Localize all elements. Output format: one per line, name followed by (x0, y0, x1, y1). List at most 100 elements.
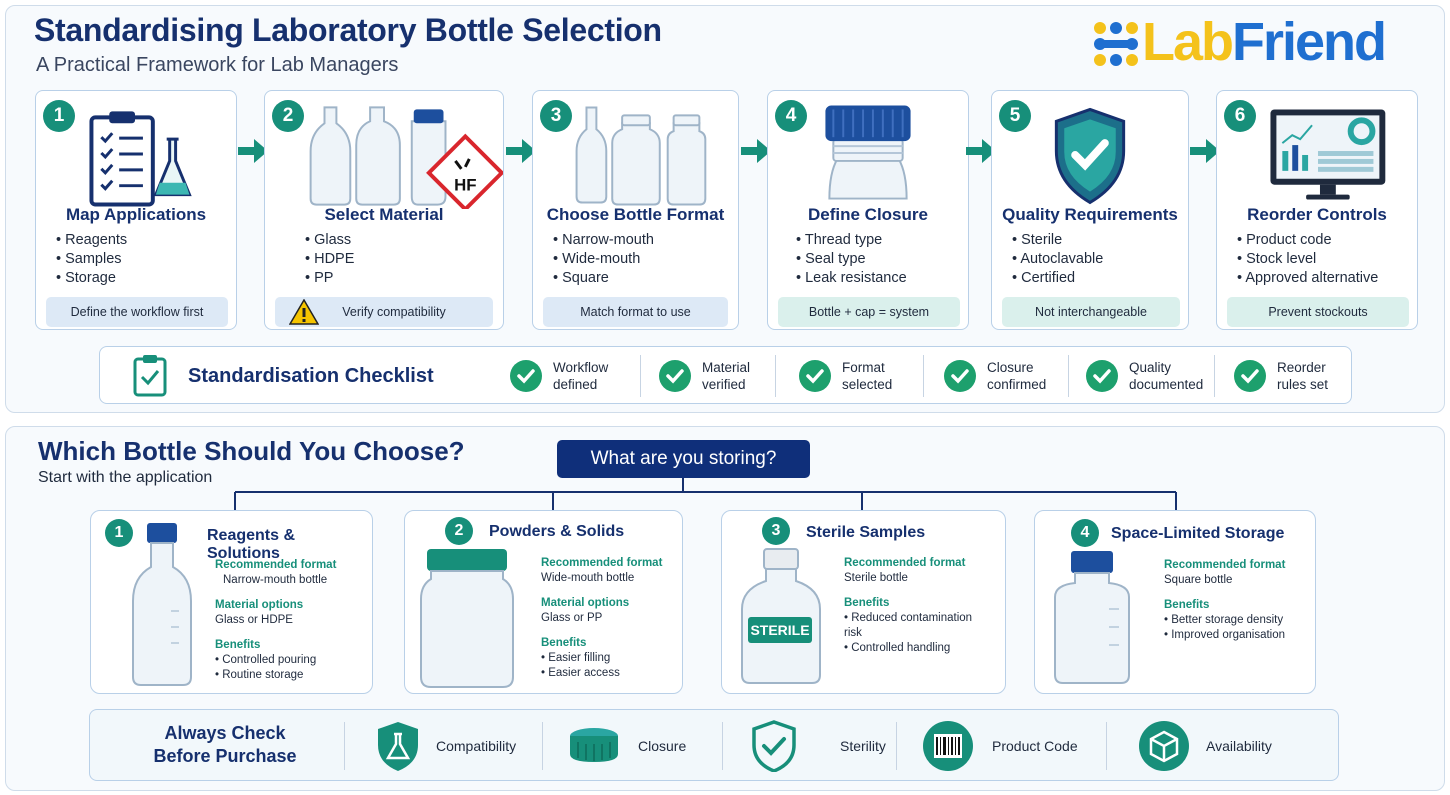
step-list: Thread type Seal type Leak resistance (796, 231, 907, 288)
logo-wordmark: LabFriend (1142, 12, 1387, 72)
step-list: Product code Stock level Approved altern… (1237, 231, 1378, 288)
step-number: 3 (540, 100, 572, 132)
flask-shield-icon (378, 722, 418, 771)
step-footer: Bottle + cap = system (778, 297, 960, 327)
step-list-item: Stock level (1237, 250, 1378, 269)
check-icon (510, 360, 542, 392)
chooser-subtitle: Start with the application (38, 469, 213, 486)
narrow-mouth-bottle-icon (132, 523, 192, 686)
step-number: 6 (1224, 100, 1256, 132)
step-list: Sterile Autoclavable Certified (1012, 231, 1103, 288)
option-number: 2 (445, 517, 473, 545)
shield-check-icon (752, 720, 796, 772)
step-arrow-icon (966, 139, 996, 163)
bottle-formats-icon (575, 106, 707, 206)
option-title: Reagents & Solutions (207, 527, 296, 562)
checklist-clipboard-icon (133, 355, 167, 397)
always-check-title: Always Check Before Purchase (153, 723, 297, 766)
box-icon (1139, 721, 1189, 771)
standardisation-checklist: Standardisation Checklist Workflow defin… (99, 346, 1352, 404)
step-footer: Match format to use (543, 297, 728, 327)
page-title: Standardising Laboratory Bottle Selectio… (34, 12, 662, 48)
step-card-define-closure: 4 Define Closure Thread type Seal type L… (767, 90, 969, 330)
step-list-item: Certified (1012, 269, 1103, 288)
step-list-item: Wide-mouth (553, 250, 654, 269)
check-icon (1086, 360, 1118, 392)
option-card-sterile: 3 Sterile Samples STERILE Recommended fo… (721, 510, 1006, 694)
step-card-choose-format: 3 Choose Bottle Format Narrow-mouth Wide… (532, 90, 739, 330)
screw-cap-icon (825, 105, 911, 200)
check-icon (659, 360, 691, 392)
option-title: Space-Limited Storage (1111, 525, 1285, 542)
option-number: 3 (762, 517, 790, 545)
step-list-item: Glass (305, 231, 354, 250)
step-card-map-applications: 1 Map Applications Reagents Samples Stor… (35, 90, 237, 330)
bottles-hazard-icon: HF (309, 106, 503, 209)
step-footer: Verify compatibility (275, 297, 493, 327)
option-details: Recommended format Wide-mouth bottle Mat… (541, 556, 662, 681)
step-card-reorder-controls: 6 Reorder Controls Product code Stock le… (1216, 90, 1418, 330)
step-number: 2 (272, 100, 304, 132)
step-number: 5 (999, 100, 1031, 132)
step-list: Glass HDPE PP (305, 231, 354, 288)
always-check-bar: Always Check Before Purchase Compatibili… (89, 709, 1339, 781)
step-list-item: PP (305, 269, 354, 288)
shield-check-icon (1054, 107, 1126, 205)
sterile-bottle-icon: STERILE (741, 548, 821, 684)
checklist-title: Standardisation Checklist (188, 365, 434, 387)
step-list-item: Seal type (796, 250, 907, 269)
check-icon (944, 360, 976, 392)
check-icon (1234, 360, 1266, 392)
question-box: What are you storing? (557, 440, 810, 478)
step-footer: Not interchangeable (1002, 297, 1180, 327)
step-arrow-icon (238, 139, 268, 163)
step-list-item: Sterile (1012, 231, 1103, 250)
option-details: Recommended format Square bottle Benefit… (1164, 558, 1285, 643)
step-card-select-material: 2 HF Select Material Glass HDPE PP Verif… (264, 90, 504, 330)
step-title: Map Applications (65, 205, 207, 224)
option-title: Sterile Samples (806, 524, 926, 541)
step-list: Reagents Samples Storage (56, 231, 127, 288)
labfriend-logo: LabFriend (1092, 12, 1422, 74)
cap-icon (570, 728, 618, 762)
step-list-item: Thread type (796, 231, 907, 250)
option-details: Recommended format Sterile bottle Benefi… (844, 556, 972, 656)
step-list: Narrow-mouth Wide-mouth Square (553, 231, 654, 288)
step-list-item: Square (553, 269, 654, 288)
step-list-item: Autoclavable (1012, 250, 1103, 269)
option-card-space-limited: 4 Space-Limited Storage Recommended form… (1034, 510, 1316, 694)
sterile-label: STERILE (750, 622, 809, 638)
step-list-item: HDPE (305, 250, 354, 269)
step-footer: Define the workflow first (46, 297, 228, 327)
step-number: 4 (775, 100, 807, 132)
step-list-item: Reagents (56, 231, 127, 250)
wide-mouth-bottle-icon (420, 549, 514, 688)
step-card-quality-requirements: 5 Quality Requirements Sterile Autoclava… (991, 90, 1189, 330)
clipboard-flask-icon (89, 111, 192, 207)
barcode-icon (923, 721, 973, 771)
step-title: Choose Bottle Format (546, 205, 725, 224)
check-icon (799, 360, 831, 392)
step-list-item: Storage (56, 269, 127, 288)
step-number: 1 (43, 100, 75, 132)
step-list-item: Approved alternative (1237, 269, 1378, 288)
logo-mark-icon (1094, 22, 1138, 66)
step-title: Reorder Controls (1247, 205, 1387, 224)
option-title: Powders & Solids (489, 523, 625, 540)
step-arrow-icon (741, 139, 771, 163)
warning-icon (289, 299, 319, 325)
square-bottle-icon (1054, 551, 1130, 684)
option-card-reagents: 1 Reagents & Solutions Recommended forma… (90, 510, 373, 694)
step-list-item: Leak resistance (796, 269, 907, 288)
step-list-item: Product code (1237, 231, 1378, 250)
hazard-label: HF (454, 176, 476, 195)
option-card-powders: 2 Powders & Solids Recommended format Wi… (404, 510, 683, 694)
option-number: 4 (1071, 519, 1099, 547)
step-footer: Prevent stockouts (1227, 297, 1409, 327)
step-arrow-icon (1190, 139, 1220, 163)
chooser-title: Which Bottle Should You Choose? (38, 436, 465, 466)
option-details: Recommended format Narrow-mouth bottle M… (215, 558, 336, 683)
step-title: Quality Requirements (1002, 205, 1178, 224)
step-list-item: Samples (56, 250, 127, 269)
step-title: Select Material (324, 205, 444, 224)
